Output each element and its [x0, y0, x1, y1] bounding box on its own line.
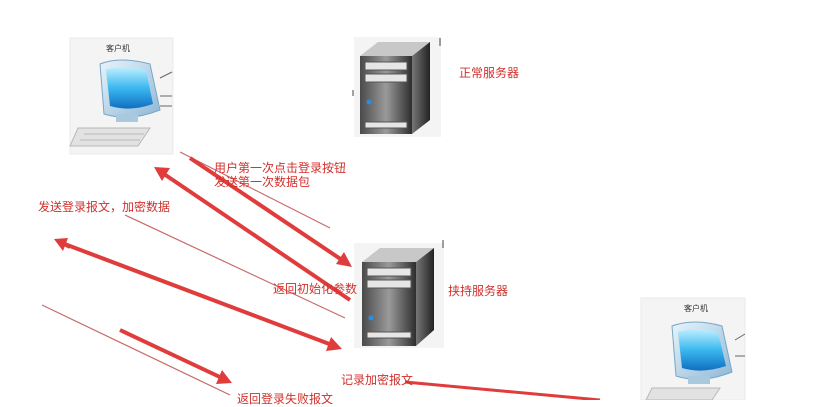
- client-right-computer: [640, 297, 746, 400]
- server-hijack-icon: [354, 240, 444, 348]
- arrow-hijack-to-client: [154, 167, 352, 302]
- arrow-lower-left: [119, 328, 232, 384]
- server-hijack-label: 挟持服务器: [448, 284, 509, 298]
- arrow-to-right-client: [404, 380, 601, 400]
- first-click-line2: 发送第一次数据包: [214, 175, 311, 189]
- arrow-client-to-hijack: [188, 156, 352, 267]
- arrow-hijack-to-left: [54, 238, 71, 251]
- arrow-left-to-hijack: [61, 241, 342, 351]
- client-top-label: 客户机: [106, 44, 130, 53]
- client-right-label: 客户机: [684, 304, 708, 313]
- client-top-computer: [69, 37, 174, 155]
- thin-connectors: [41, 151, 346, 396]
- send-encrypted-label: 发送登录报文，加密数据: [38, 200, 171, 214]
- server-normal-label: 正常服务器: [459, 66, 520, 80]
- record-encrypted-label: 记录加密报文: [341, 373, 414, 387]
- return-init-label: 返回初始化参数: [273, 282, 358, 296]
- first-click-line1: 用户第一次点击登录按钮: [214, 161, 347, 175]
- server-normal-icon: [352, 37, 441, 137]
